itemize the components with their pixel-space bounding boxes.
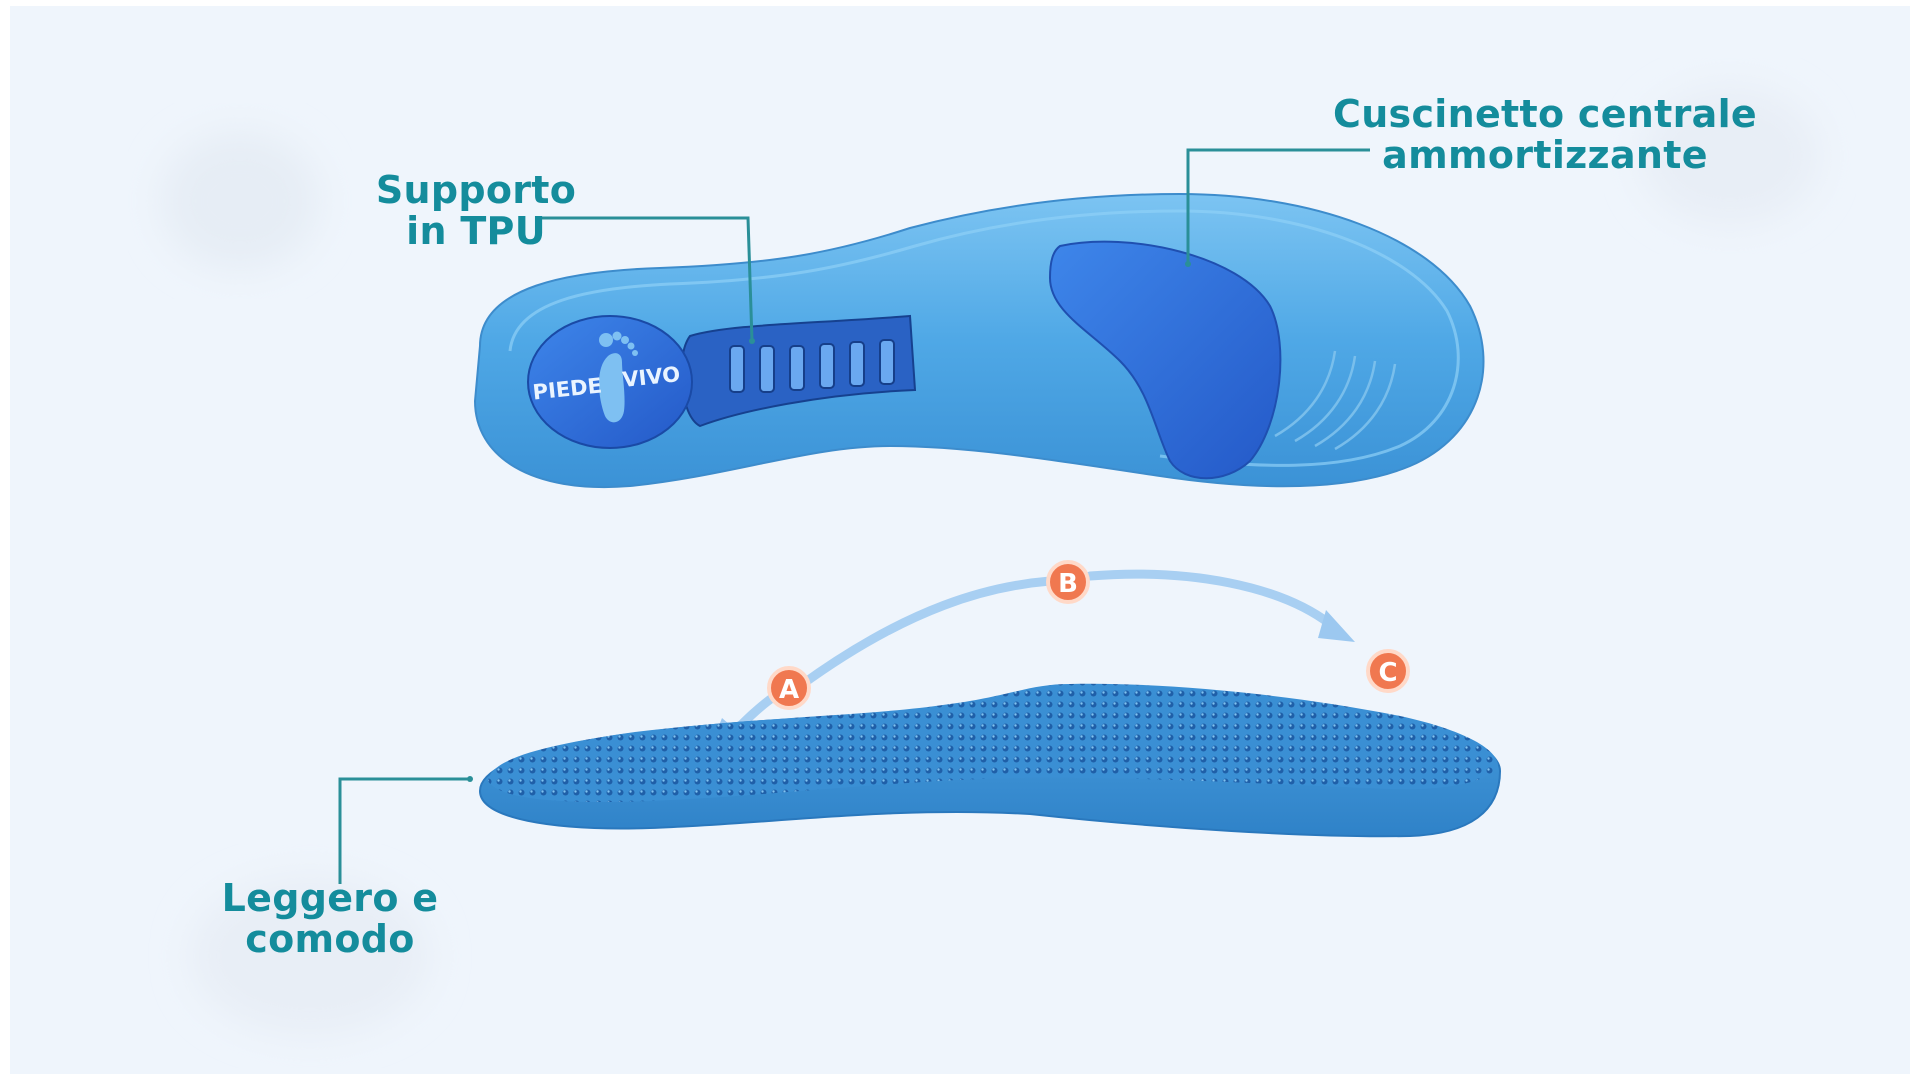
background-blob	[190, 876, 430, 1036]
callout-cuscinetto-line1: Cuscinetto centrale	[1333, 92, 1757, 136]
callout-leggero-line1: Leggero e	[221, 876, 439, 920]
background-blob	[1640, 86, 1820, 226]
leader-dot-cuscinetto	[1185, 261, 1191, 267]
marker-b: B	[1046, 560, 1090, 604]
forefoot-ridges	[1274, 350, 1397, 451]
callout-leggero: Leggero e comodo	[210, 876, 450, 962]
callout-supporto-line1: Supporto	[375, 168, 577, 212]
textured-surface	[488, 683, 1498, 802]
leader-line-cuscinetto	[1186, 148, 1370, 264]
leader-line-leggero	[338, 777, 470, 884]
arrow-head-right	[1318, 610, 1355, 642]
marker-a-letter: A	[779, 675, 799, 705]
marker-c: C	[1366, 649, 1410, 693]
leader-dot-leggero	[467, 776, 473, 782]
tpu-arch-support	[680, 314, 917, 428]
callout-cuscinetto: Cuscinetto centrale ammortizzante	[1320, 92, 1770, 178]
callout-cuscinetto-line2: ammortizzante	[1382, 133, 1708, 178]
insole-illustration: A B C PIEDE VIVO	[160, 86, 1820, 1036]
marker-b-letter: B	[1058, 569, 1078, 599]
leader-line-supporto	[535, 216, 754, 342]
marker-a: A	[767, 666, 811, 710]
background-blob	[160, 131, 320, 271]
callout-leggero-line2: comodo	[245, 917, 415, 962]
callout-supporto-line2: in TPU	[406, 209, 546, 254]
central-cushion-pad	[1048, 240, 1282, 480]
top-insole	[473, 192, 1485, 488]
bottom-insole	[478, 683, 1502, 838]
heel-logo-pad	[527, 315, 693, 449]
callout-supporto-tpu: Supporto in TPU	[356, 168, 596, 254]
footprint-icon	[599, 331, 638, 423]
leader-dot-supporto	[749, 338, 755, 344]
product-canvas: A B C PIEDE VIVO Supporto in TPU Cuscine…	[10, 6, 1910, 1074]
marker-c-letter: C	[1378, 658, 1397, 688]
